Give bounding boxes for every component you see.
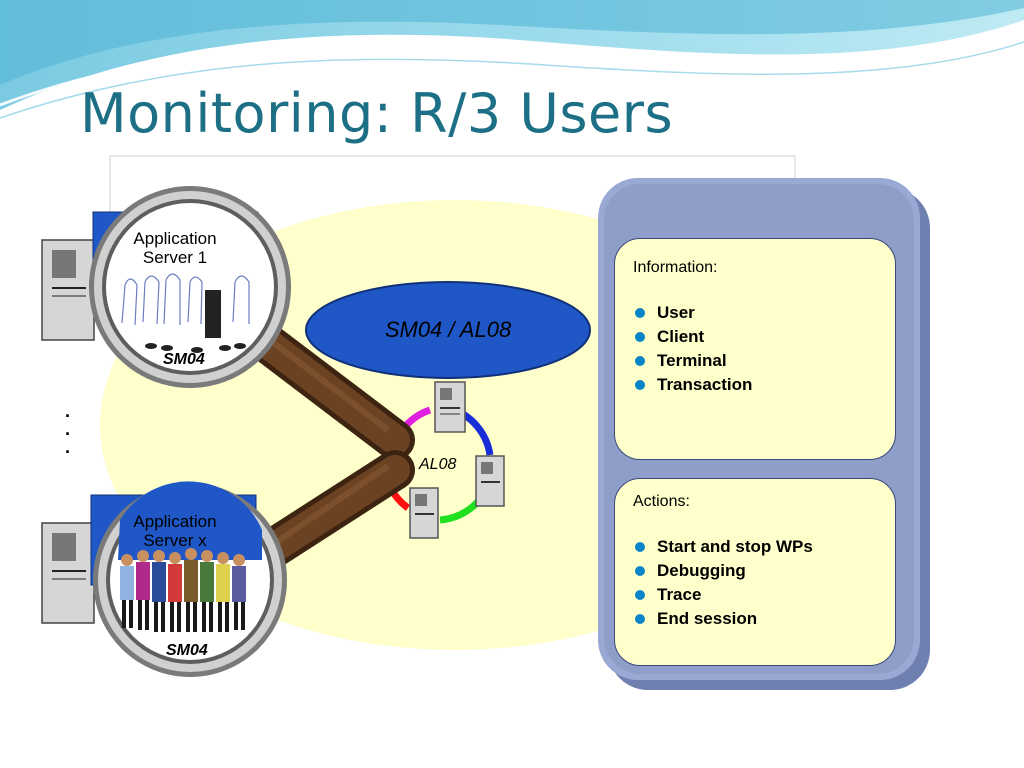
bullet-icon bbox=[635, 308, 645, 318]
information-panel: Information: User Client Terminal Transa… bbox=[614, 238, 896, 460]
header-waves bbox=[0, 0, 1024, 119]
app-server-x-label-line1: Application bbox=[133, 512, 217, 531]
ring-server-right-icon bbox=[475, 455, 505, 507]
al08-ring-label: AL08 bbox=[419, 456, 457, 473]
ring-server-top-icon bbox=[434, 381, 466, 433]
server-tower-1-icon bbox=[41, 239, 95, 341]
app-server-x-label-line2: Server x bbox=[143, 531, 207, 550]
actions-item: Trace bbox=[633, 583, 877, 607]
information-item-text: Client bbox=[657, 327, 705, 346]
actions-heading: Actions: bbox=[633, 493, 690, 510]
information-item: Transaction bbox=[633, 373, 877, 397]
information-item: Client bbox=[633, 325, 877, 349]
actions-item: Start and stop WPs bbox=[633, 535, 877, 559]
actions-item: End session bbox=[633, 607, 877, 631]
magnifier-handle-top bbox=[230, 310, 415, 460]
actions-panel: Actions: Start and stop WPs Debugging Tr… bbox=[614, 478, 896, 666]
bullet-icon bbox=[635, 356, 645, 366]
information-item: User bbox=[633, 301, 877, 325]
bullet-icon bbox=[635, 542, 645, 552]
app-server-x-label: Application Server x bbox=[100, 512, 250, 550]
magnifier-bottom-sm04-label: SM04 bbox=[166, 642, 208, 659]
people-sketch-icon bbox=[121, 273, 250, 326]
actions-item-text: Debugging bbox=[657, 561, 746, 580]
bullet-icon bbox=[635, 614, 645, 624]
information-item-text: Transaction bbox=[657, 375, 753, 394]
sm04-al08-oval bbox=[305, 281, 591, 379]
bullet-icon bbox=[635, 590, 645, 600]
app-server-1-label: Application Server 1 bbox=[100, 229, 250, 267]
bullet-icon bbox=[635, 332, 645, 342]
information-list: User Client Terminal Transaction bbox=[633, 301, 877, 397]
actions-item-text: Start and stop WPs bbox=[657, 537, 813, 556]
app-server-1-label-line2: Server 1 bbox=[142, 248, 208, 267]
magnifier-lens-top bbox=[89, 186, 291, 388]
sm04-al08-label: SM04 / AL08 bbox=[384, 317, 512, 342]
actions-item: Debugging bbox=[633, 559, 877, 583]
server-tower-x-icon bbox=[41, 522, 95, 624]
actions-list: Start and stop WPs Debugging Trace End s… bbox=[633, 535, 877, 631]
business-people-icon bbox=[120, 548, 246, 632]
app-server-1-label-line1: Application bbox=[133, 229, 217, 248]
person-dark-figure bbox=[205, 290, 221, 338]
actions-item-text: End session bbox=[657, 609, 758, 628]
bullet-icon bbox=[635, 566, 645, 576]
ring-server-bottom-icon bbox=[409, 487, 439, 539]
slide-title: Monitoring: R/3 Users bbox=[80, 82, 674, 145]
information-item: Terminal bbox=[633, 349, 877, 373]
actions-item-text: Trace bbox=[657, 585, 702, 604]
information-item-text: User bbox=[657, 303, 695, 322]
information-item-text: Terminal bbox=[657, 351, 727, 370]
information-heading: Information: bbox=[633, 259, 718, 276]
magnifier-top-sm04-label: SM04 bbox=[163, 351, 205, 368]
magnifier-lens-bottom bbox=[93, 481, 287, 677]
vertical-ellipsis: . . . bbox=[65, 401, 71, 457]
bullet-icon bbox=[635, 380, 645, 390]
